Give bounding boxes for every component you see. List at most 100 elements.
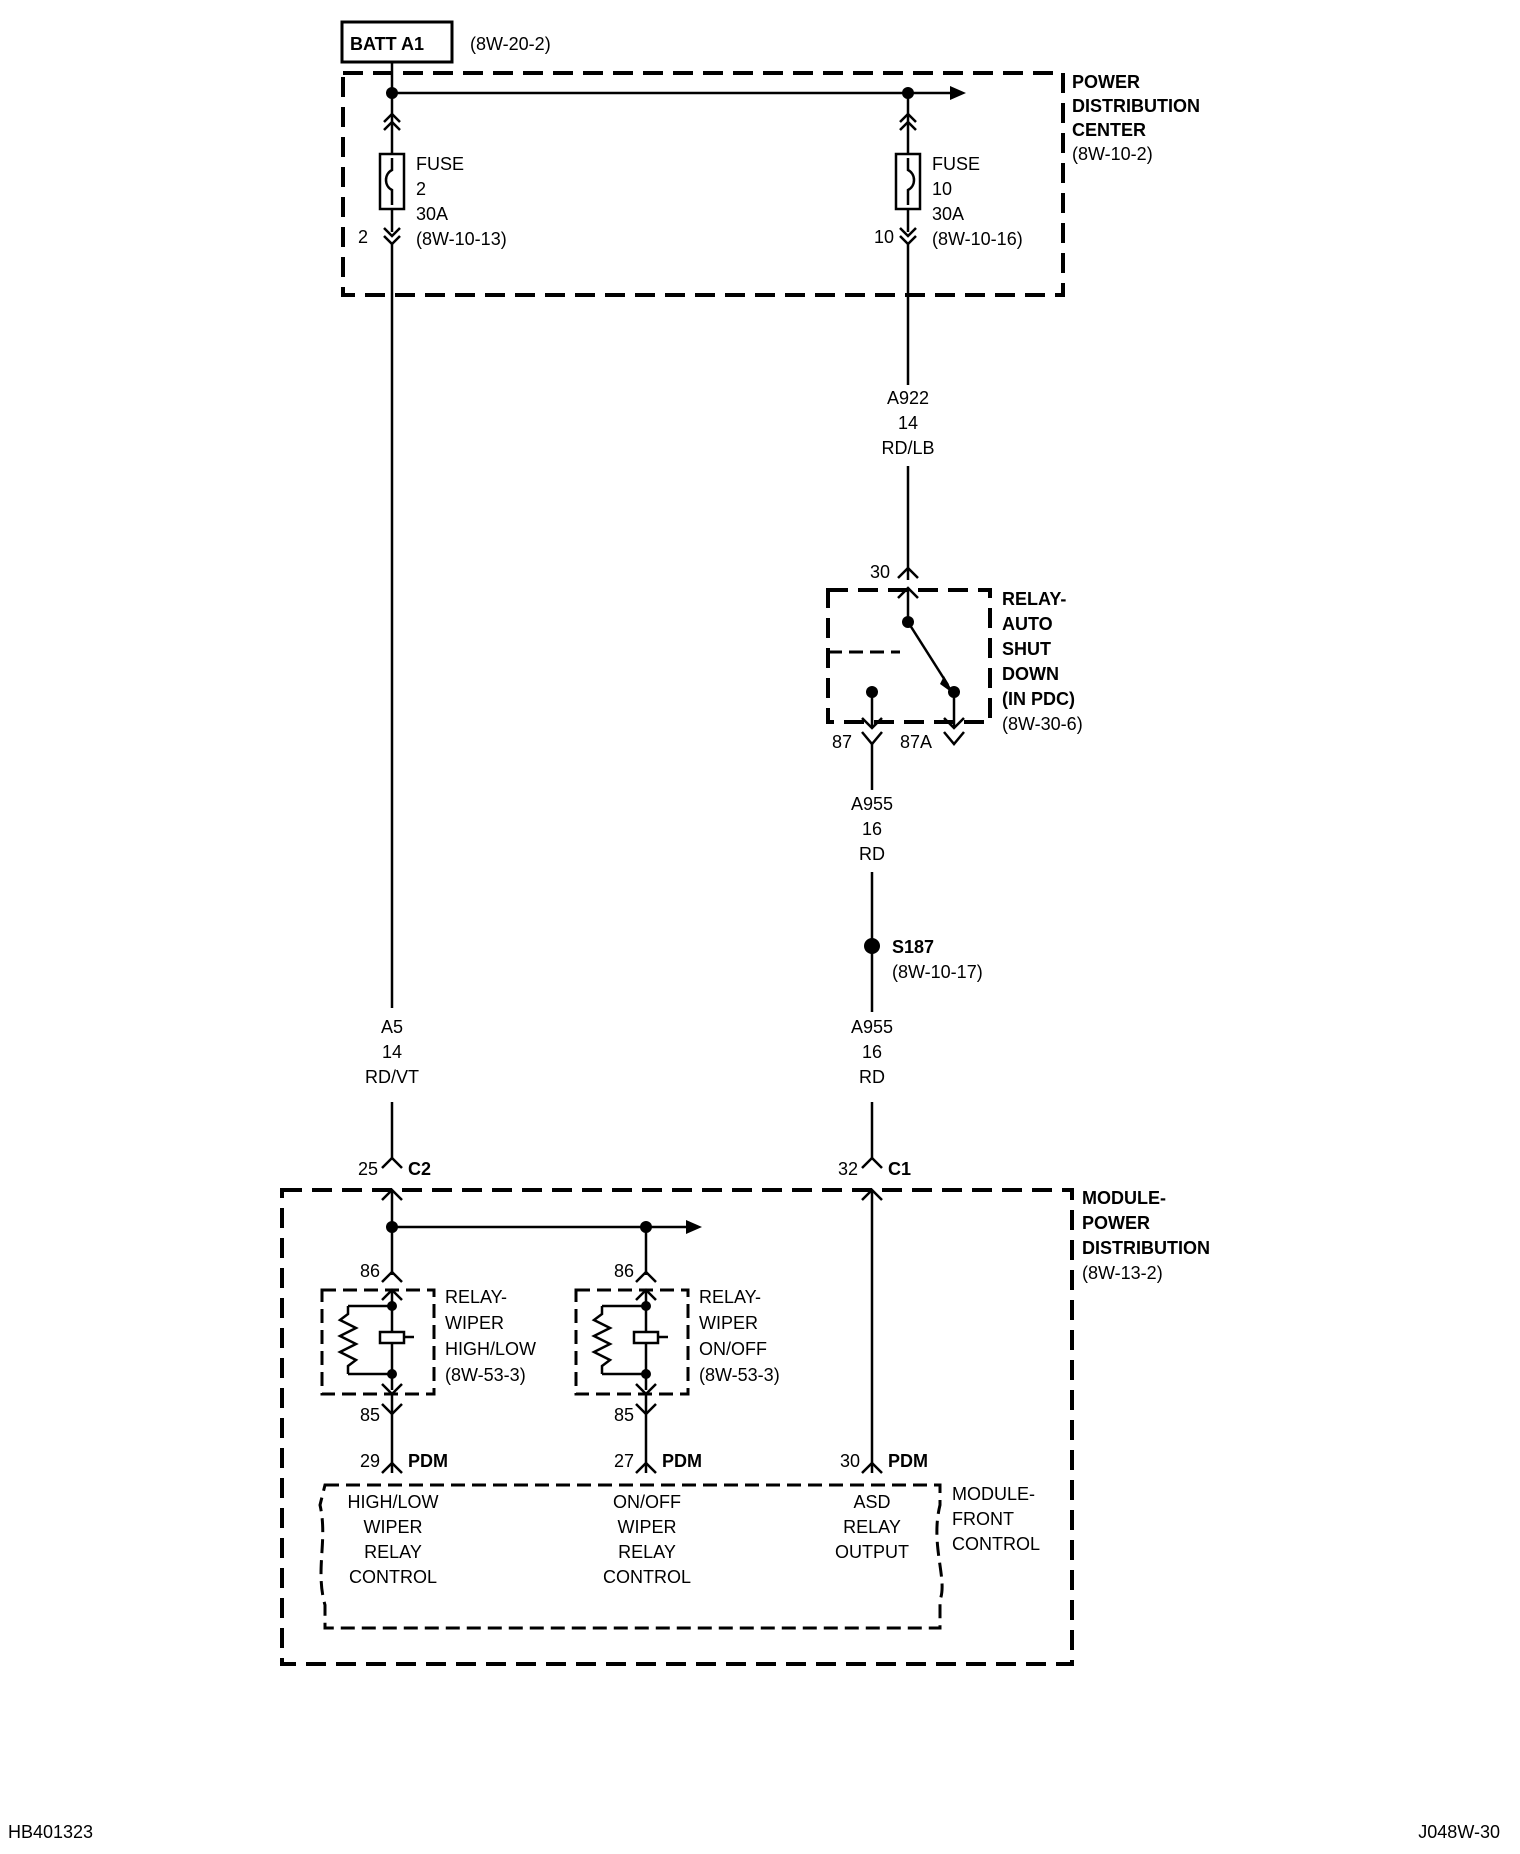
svg-text:WIPER: WIPER [445, 1313, 504, 1333]
footer-right-code: J048W-30 [1418, 1822, 1500, 1842]
pdm-pin-29: 29 PDM [360, 1451, 448, 1474]
connector-chevron-icon [381, 1156, 403, 1169]
svg-text:10: 10 [874, 227, 894, 247]
fcm-boundary [318, 1483, 944, 1630]
svg-text:30A: 30A [416, 204, 448, 224]
svg-text:(8W-13-2): (8W-13-2) [1082, 1263, 1163, 1283]
svg-text:86: 86 [614, 1261, 634, 1281]
svg-text:ON/OFF: ON/OFF [699, 1339, 767, 1359]
svg-text:RELAY: RELAY [843, 1517, 901, 1537]
connector-chevron-icon [897, 566, 919, 579]
footer-left-code: HB401323 [8, 1822, 93, 1842]
svg-text:A5: A5 [381, 1017, 403, 1037]
svg-text:85: 85 [614, 1405, 634, 1425]
connector-chevron-icon [943, 717, 965, 730]
svg-text:25: 25 [358, 1159, 378, 1179]
connector-chevron-icon [381, 1270, 403, 1283]
pdc-boundary [341, 71, 1065, 297]
svg-text:DOWN: DOWN [1002, 664, 1059, 684]
svg-text:(8W-53-3): (8W-53-3) [699, 1365, 780, 1385]
svg-text:RELAY-: RELAY- [699, 1287, 761, 1307]
svg-text:SHUT: SHUT [1002, 639, 1051, 659]
svg-text:RD/VT: RD/VT [365, 1067, 419, 1087]
svg-text:32: 32 [838, 1159, 858, 1179]
svg-text:86: 86 [360, 1261, 380, 1281]
svg-text:DISTRIBUTION: DISTRIBUTION [1082, 1238, 1210, 1258]
svg-text:14: 14 [898, 413, 918, 433]
svg-text:ASD: ASD [853, 1492, 890, 1512]
connector-chevron-icon [635, 1461, 657, 1474]
bus-continue-arrow [950, 86, 966, 100]
svg-text:10: 10 [932, 179, 952, 199]
svg-text:29: 29 [360, 1451, 380, 1471]
connector-chevron-icon [635, 1270, 657, 1283]
svg-text:CONTROL: CONTROL [349, 1567, 437, 1587]
batt-source-box [340, 20, 454, 64]
svg-text:RELAY: RELAY [618, 1542, 676, 1562]
svg-text:A955: A955 [851, 794, 893, 814]
svg-text:C1: C1 [888, 1159, 911, 1179]
splice-s187: S187 (8W-10-17) [864, 937, 983, 982]
connector-c1: 32 C1 [838, 1156, 911, 1179]
svg-text:(8W-30-6): (8W-30-6) [1002, 714, 1083, 734]
pdm-pin-27: 27 PDM [614, 1451, 702, 1474]
svg-text:(8W-10-17): (8W-10-17) [892, 962, 983, 982]
svg-text:(8W-10-16): (8W-10-16) [932, 229, 1023, 249]
svg-text:RELAY: RELAY [364, 1542, 422, 1562]
fcm-circuit-on-off: ON/OFF WIPER RELAY CONTROL [603, 1492, 691, 1587]
svg-text:FRONT: FRONT [952, 1509, 1014, 1529]
connector-chevron-icon [381, 1461, 403, 1474]
svg-text:2: 2 [358, 227, 368, 247]
connector-c2: 25 C2 [358, 1156, 431, 1179]
svg-text:S187: S187 [892, 937, 934, 957]
svg-text:WIPER: WIPER [363, 1517, 422, 1537]
svg-text:CONTROL: CONTROL [603, 1567, 691, 1587]
connector-chevron-icon [383, 112, 401, 131]
svg-text:2: 2 [416, 179, 426, 199]
svg-text:16: 16 [862, 1042, 882, 1062]
svg-text:DISTRIBUTION: DISTRIBUTION [1072, 96, 1200, 116]
svg-text:(8W-10-2): (8W-10-2) [1072, 144, 1153, 164]
svg-text:87A: 87A [900, 732, 932, 752]
fcm-circuit-asd: ASD RELAY OUTPUT [835, 1492, 909, 1562]
svg-text:AUTO: AUTO [1002, 614, 1053, 634]
pdm-pin-30: 30 PDM [840, 1451, 928, 1474]
relay-wiper-on-off: 86 85 RELAY- WIPER ON/OFF (8W-53-3) [574, 1261, 780, 1473]
wire-a955-lower-label: A955 16 RD [851, 1017, 893, 1087]
svg-text:RD: RD [859, 1067, 885, 1087]
svg-text:(8W-10-13): (8W-10-13) [416, 229, 507, 249]
batt-source-ref: (8W-20-2) [470, 34, 551, 54]
svg-text:C2: C2 [408, 1159, 431, 1179]
relay-wiper-high-low: 86 85 RELAY- WIPER HIGH/LOW (8W-53-3) [320, 1261, 536, 1473]
pdm-boundary [280, 1188, 1074, 1666]
svg-text:(IN PDC): (IN PDC) [1002, 689, 1075, 709]
connector-chevron-icon [861, 717, 883, 730]
svg-text:A922: A922 [887, 388, 929, 408]
svg-text:WIPER: WIPER [699, 1313, 758, 1333]
svg-text:PDM: PDM [662, 1451, 702, 1471]
connector-chevron-icon [861, 731, 883, 746]
svg-text:CENTER: CENTER [1072, 120, 1146, 140]
svg-text:FUSE: FUSE [416, 154, 464, 174]
svg-text:A955: A955 [851, 1017, 893, 1037]
svg-text:30: 30 [870, 562, 890, 582]
svg-text:PDM: PDM [888, 1451, 928, 1471]
svg-text:RELAY-: RELAY- [1002, 589, 1066, 609]
svg-text:30: 30 [840, 1451, 860, 1471]
svg-text:POWER: POWER [1072, 72, 1140, 92]
svg-text:14: 14 [382, 1042, 402, 1062]
svg-text:MODULE-: MODULE- [952, 1484, 1035, 1504]
connector-chevron-icon [899, 112, 917, 131]
svg-text:CONTROL: CONTROL [952, 1534, 1040, 1554]
pdc-label: POWER DISTRIBUTION CENTER (8W-10-2) [1072, 72, 1200, 164]
svg-text:FUSE: FUSE [932, 154, 980, 174]
pdm-bus-arrow [686, 1220, 702, 1234]
svg-text:HIGH/LOW: HIGH/LOW [347, 1492, 438, 1512]
pdm-node-left [386, 1221, 398, 1233]
svg-text:87: 87 [832, 732, 852, 752]
svg-text:RELAY-: RELAY- [445, 1287, 507, 1307]
connector-chevron-icon [861, 1461, 883, 1474]
svg-text:27: 27 [614, 1451, 634, 1471]
asd-relay: 30 87 87A RELAY- AUTO SHUT DOWN (IN PDC)… [826, 562, 1083, 752]
